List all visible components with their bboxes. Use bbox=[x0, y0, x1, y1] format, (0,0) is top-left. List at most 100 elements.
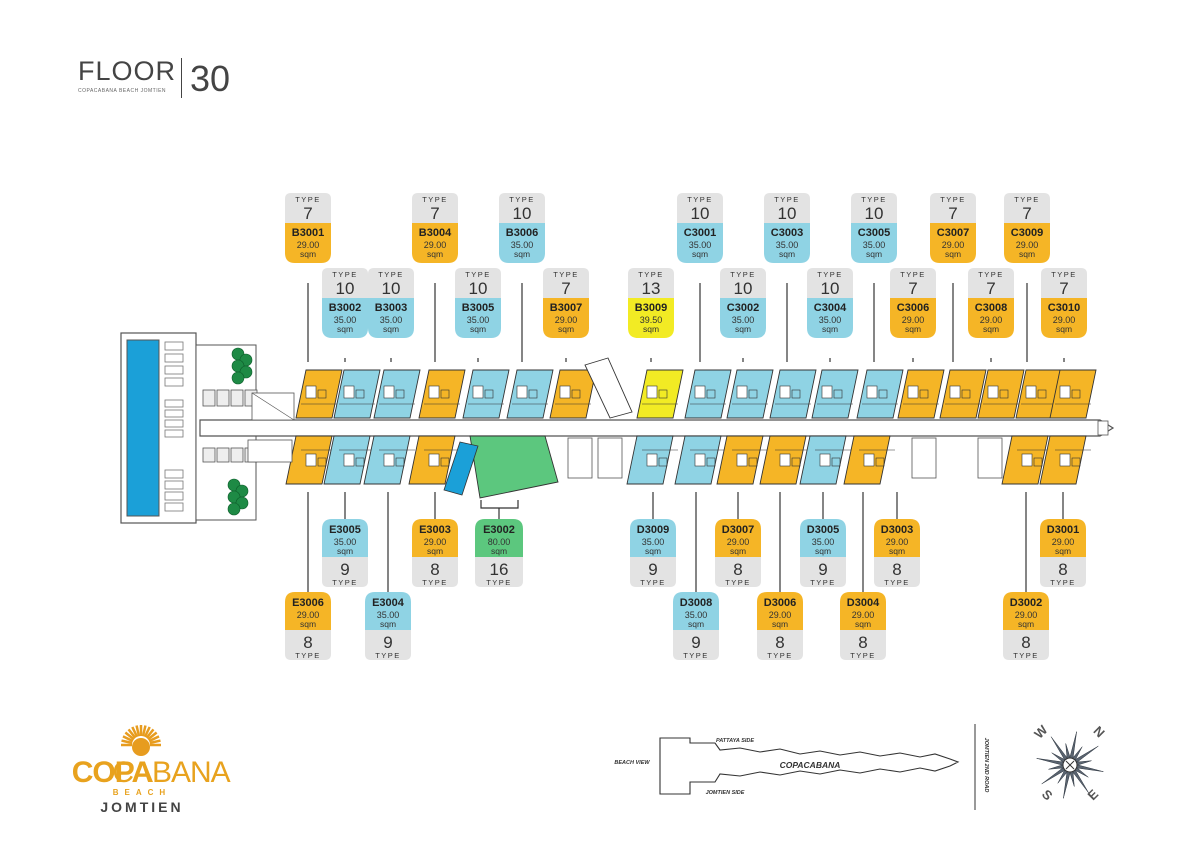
unit-block bbox=[716, 435, 768, 485]
type-label: TYPE bbox=[940, 195, 966, 204]
type-label: TYPE bbox=[861, 195, 887, 204]
type-label: TYPE bbox=[1051, 270, 1077, 279]
unit-area-unit: sqm bbox=[779, 249, 795, 259]
sun-ray bbox=[121, 739, 133, 745]
unit-area-unit: sqm bbox=[905, 324, 921, 334]
beach-view-label: BEACH VIEW bbox=[614, 760, 650, 766]
unit-box bbox=[365, 592, 411, 630]
building-name-label: COPACABANA bbox=[780, 760, 841, 770]
unit-number: B3006 bbox=[506, 227, 538, 239]
type-label: TYPE bbox=[725, 578, 751, 587]
type-label: TYPE bbox=[486, 578, 512, 587]
sun-lounger bbox=[164, 502, 184, 512]
unit-number: E3003 bbox=[419, 524, 451, 536]
leader-line bbox=[480, 500, 519, 509]
unit-area-unit: sqm bbox=[945, 249, 961, 259]
type-number: 16 bbox=[490, 560, 509, 579]
type-label: TYPE bbox=[465, 270, 491, 279]
tree-icon bbox=[231, 347, 253, 385]
logo-jomtien: JOMTIEN bbox=[100, 799, 183, 815]
pool bbox=[126, 339, 160, 517]
type-number: 10 bbox=[821, 279, 840, 298]
unit-box bbox=[1003, 592, 1049, 630]
road-label: JOMTIEN 2ND ROAD bbox=[983, 738, 989, 793]
logo-copa: COPA bbox=[72, 756, 153, 789]
type-label: TYPE bbox=[767, 651, 793, 660]
type-number: 7 bbox=[948, 204, 957, 223]
unit-area-unit: sqm bbox=[470, 324, 486, 334]
compass-letter: S bbox=[1039, 786, 1056, 803]
unit-tags: TYPE7B300129.00sqmTYPE10B300235.00sqmTYP… bbox=[285, 193, 1087, 660]
unit-area-unit: sqm bbox=[730, 546, 746, 556]
unit-box bbox=[475, 519, 523, 557]
unit-area-unit: sqm bbox=[692, 249, 708, 259]
type-box bbox=[1041, 268, 1087, 298]
unit-number: B3002 bbox=[329, 302, 361, 314]
unit-block bbox=[333, 369, 381, 419]
unit-area: 29.00 bbox=[297, 240, 320, 250]
unit-number: D3001 bbox=[1047, 524, 1079, 536]
compass-letter: N bbox=[1091, 723, 1108, 740]
unit-number: D3004 bbox=[847, 597, 880, 609]
unit-area-unit: sqm bbox=[558, 324, 574, 334]
type-box bbox=[874, 557, 920, 587]
unit-area: 35.00 bbox=[812, 537, 835, 547]
unit-box bbox=[1040, 519, 1086, 557]
unit-area-unit: sqm bbox=[300, 619, 316, 629]
type-label: TYPE bbox=[683, 651, 709, 660]
type-number: 8 bbox=[858, 633, 867, 652]
unit-area: 80.00 bbox=[488, 537, 511, 547]
unit-number: D3006 bbox=[764, 597, 796, 609]
type-number: 9 bbox=[691, 633, 700, 652]
unit-area-unit: sqm bbox=[380, 619, 396, 629]
unit-block bbox=[506, 369, 554, 419]
type-number: 10 bbox=[734, 279, 753, 298]
type-label: TYPE bbox=[1014, 195, 1040, 204]
type-box bbox=[628, 268, 674, 298]
unit-block bbox=[897, 369, 945, 419]
type-number: 10 bbox=[691, 204, 710, 223]
lift bbox=[216, 447, 230, 463]
unit-number: B3007 bbox=[550, 302, 582, 314]
unit-area: 39.50 bbox=[640, 315, 663, 325]
unit-block bbox=[1039, 435, 1091, 485]
type-box bbox=[807, 268, 853, 298]
sun-ray bbox=[147, 731, 158, 741]
type-number: 8 bbox=[1021, 633, 1030, 652]
unit-area: 29.00 bbox=[1053, 315, 1076, 325]
unit-area-unit: sqm bbox=[1019, 249, 1035, 259]
unit-block bbox=[285, 435, 337, 485]
unit-box bbox=[455, 298, 501, 338]
unit-area-unit: sqm bbox=[514, 249, 530, 259]
type-label: TYPE bbox=[817, 270, 843, 279]
unit-area-unit: sqm bbox=[772, 619, 788, 629]
unit-block bbox=[408, 435, 460, 485]
building-outline bbox=[659, 737, 960, 795]
unit-area-unit: sqm bbox=[300, 249, 316, 259]
service-room bbox=[247, 439, 293, 463]
unit-box bbox=[677, 223, 723, 263]
lift bbox=[230, 447, 244, 463]
unit-box bbox=[1041, 298, 1087, 338]
sun-lounger bbox=[164, 399, 184, 408]
unit-area: 35.00 bbox=[467, 315, 490, 325]
unit-area: 29.00 bbox=[424, 537, 447, 547]
unit-block bbox=[1001, 435, 1053, 485]
unit-area: 35.00 bbox=[380, 315, 403, 325]
type-box bbox=[499, 193, 545, 223]
unit-area: 35.00 bbox=[377, 610, 400, 620]
unit-block bbox=[418, 369, 466, 419]
unit-number: D3005 bbox=[807, 524, 839, 536]
type-label: TYPE bbox=[884, 578, 910, 587]
type-label: TYPE bbox=[295, 195, 321, 204]
unit-box bbox=[322, 519, 368, 557]
unit-area: 29.00 bbox=[886, 537, 909, 547]
sun-ray bbox=[149, 739, 161, 745]
type-number: 10 bbox=[513, 204, 532, 223]
tree-icon bbox=[227, 478, 249, 516]
